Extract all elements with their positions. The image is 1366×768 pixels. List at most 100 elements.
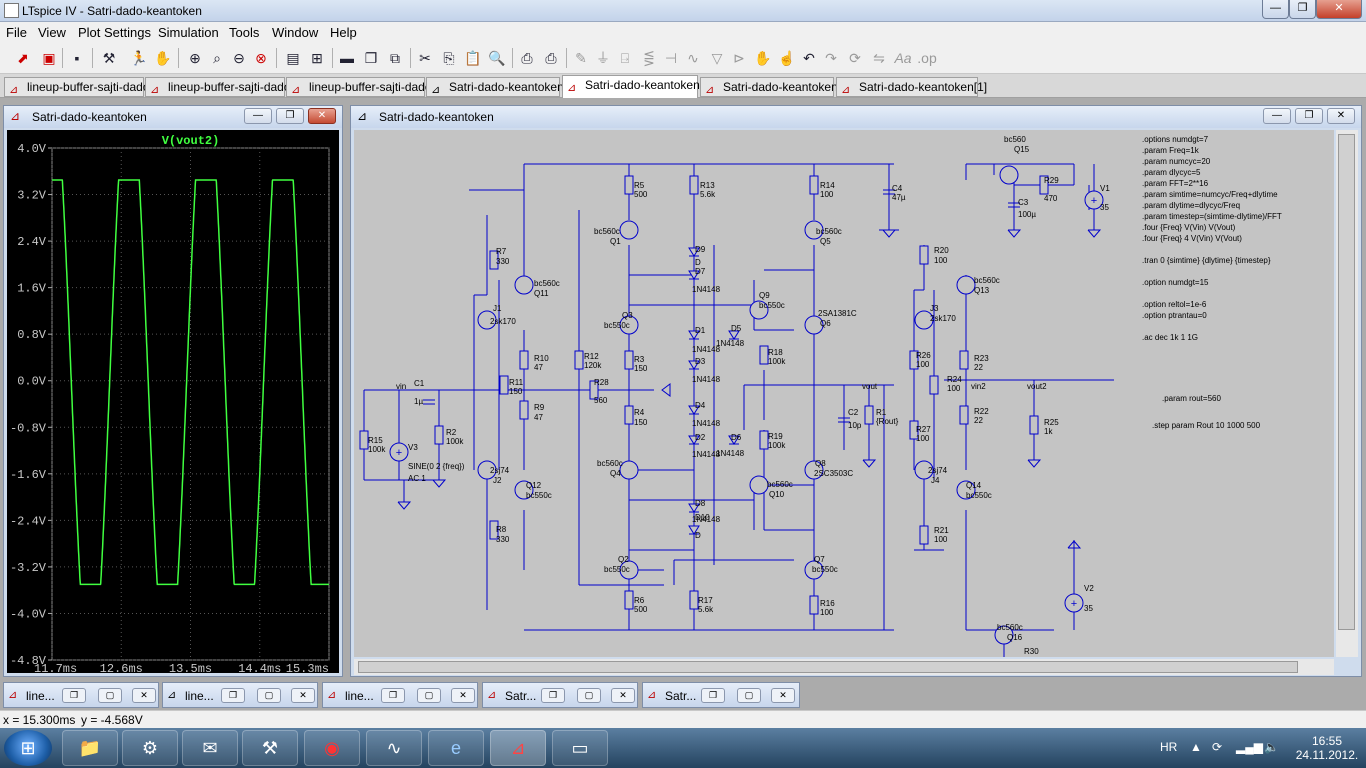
minimized-window-1[interactable]: ⊿line...❐▢✕ [3, 682, 159, 708]
menu-simulation[interactable]: Simulation [158, 25, 219, 40]
horizontal-scroll-thumb[interactable] [358, 661, 1298, 673]
system-clock[interactable]: 16:55 24.11.2012. [1292, 734, 1362, 762]
restore-button[interactable]: ❐ [221, 688, 245, 703]
vertical-scroll-thumb[interactable] [1338, 134, 1355, 630]
close-button[interactable]: ✕ [451, 688, 475, 703]
tab-satri-4[interactable]: ⊿Satri-dado-keantoken[1] [836, 77, 987, 97]
fit-icon[interactable]: ⊞ [311, 50, 323, 66]
zoom-out-icon[interactable]: ⊖ [233, 50, 245, 66]
menu-file[interactable]: File [6, 25, 27, 40]
capacitor-icon[interactable]: ⊣ [664, 50, 678, 66]
zoom-cancel-icon[interactable]: ⊗ [255, 50, 267, 66]
tab-satri-1[interactable]: ⊿Satri-dado-keantoken [426, 77, 564, 97]
minimized-window-5[interactable]: ⊿Satr...❐▢✕ [642, 682, 800, 708]
minimize-button[interactable]: — [1262, 0, 1289, 19]
undo-icon[interactable]: ↶ [803, 50, 815, 66]
maximize-button[interactable]: ▢ [577, 688, 601, 703]
menu-plot-settings[interactable]: Plot Settings [78, 25, 151, 40]
waveform-close-button[interactable]: ✕ [308, 108, 336, 124]
ltspice-taskbar-icon[interactable]: ⊿ [490, 730, 546, 766]
tray-arrow-icon[interactable]: ▲ [1190, 740, 1202, 754]
schematic-close-button[interactable]: ✕ [1327, 108, 1355, 124]
print-icon[interactable]: ⎙ [521, 50, 533, 66]
component-icon[interactable]: ⊳ [733, 50, 745, 66]
run-icon[interactable]: 🏃 [130, 50, 148, 66]
notes-taskbar-icon[interactable]: ▭ [552, 730, 608, 766]
move-icon[interactable]: ✋ [754, 50, 772, 66]
menu-help[interactable]: Help [330, 25, 357, 40]
close-button[interactable]: ✕ [291, 688, 315, 703]
vertical-scrollbar[interactable] [1336, 130, 1358, 657]
tab-lineup-buffer-2[interactable]: ⊿lineup-buffer-sajti-dado [145, 77, 291, 97]
oscilloscope-taskbar-icon[interactable]: ∿ [366, 730, 422, 766]
restore-button[interactable]: ❐ [541, 688, 565, 703]
open-icon[interactable]: ▣ [42, 50, 56, 66]
tab-lineup-buffer-1[interactable]: ⊿lineup-buffer-sajti-dado [4, 77, 150, 97]
internet-explorer-icon[interactable]: e [428, 730, 484, 766]
maximize-button[interactable]: ❐ [1289, 0, 1316, 19]
cut-icon[interactable]: ✂ [419, 50, 431, 66]
cascade-icon[interactable]: ❐ [364, 50, 378, 66]
schematic-maximize-button[interactable]: ❐ [1295, 108, 1323, 124]
restore-button[interactable]: ❐ [62, 688, 86, 703]
diode-icon[interactable]: ▽ [711, 50, 723, 66]
media-taskbar-icon[interactable]: ◉ [304, 730, 360, 766]
close-button[interactable]: ✕ [611, 688, 635, 703]
print-preview-icon[interactable]: ⎙ [545, 50, 557, 66]
minimized-window-2[interactable]: ⊿line...❐▢✕ [162, 682, 318, 708]
schematic-drawing[interactable]: +++bc560cQ1bc560cQ5R5500R135.6kR14100C44… [354, 130, 1334, 657]
maximize-button[interactable]: ▢ [257, 688, 281, 703]
tab-satri-3[interactable]: ⊿Satri-dado-keantoken [700, 77, 838, 97]
maximize-button[interactable]: ▢ [417, 688, 441, 703]
save-icon[interactable]: ▪ [74, 50, 80, 66]
close-button[interactable]: ✕ [132, 688, 156, 703]
minimized-window-4[interactable]: ⊿Satr...❐▢✕ [482, 682, 638, 708]
close-all-icon[interactable]: ⧉ [390, 50, 400, 66]
autorange-icon[interactable]: ▤ [286, 50, 300, 66]
trace-vout2[interactable] [52, 179, 329, 586]
ground-icon[interactable]: ⏚ [596, 50, 610, 66]
minimized-window-3[interactable]: ⊿line...❐▢✕ [322, 682, 478, 708]
volume-icon[interactable]: 🔈 [1264, 740, 1279, 754]
inductor-icon[interactable]: ∿ [687, 50, 699, 66]
installer-taskbar-icon[interactable]: ⚙ [122, 730, 178, 766]
waveform-maximize-button[interactable]: ❐ [276, 108, 304, 124]
mirror-icon[interactable]: ⇋ [873, 50, 885, 66]
tool-taskbar-icon[interactable]: ⚒ [242, 730, 298, 766]
resistor-icon[interactable]: ⋚ [643, 50, 655, 66]
find-icon[interactable]: 🔍 [488, 50, 506, 66]
tile-horizontal-icon[interactable]: ▬ [340, 50, 354, 66]
tab-satri-2[interactable]: ⊿Satri-dado-keantoken [562, 75, 700, 98]
menu-view[interactable]: View [38, 25, 66, 40]
email-taskbar-icon[interactable]: ✉ [182, 730, 238, 766]
spice-directive-icon[interactable]: .op [917, 50, 937, 66]
maximize-button[interactable]: ▢ [737, 688, 761, 703]
zoom-pan-icon[interactable]: ⌕ [213, 50, 221, 66]
horizontal-scrollbar[interactable] [354, 659, 1334, 675]
waveform-minimize-button[interactable]: — [244, 108, 272, 124]
paste-icon[interactable]: 📋 [464, 50, 482, 66]
wire-icon[interactable]: ✎ [575, 50, 587, 66]
menu-window[interactable]: Window [272, 25, 319, 40]
schematic-minimize-button[interactable]: — [1263, 108, 1291, 124]
copy-icon[interactable]: ⎘ [443, 50, 455, 66]
waveform-chart[interactable]: 4.0V3.2V2.4V1.6V0.8V0.0V-0.8V-1.6V-2.4V-… [7, 130, 339, 676]
halt-icon[interactable]: ✋ [154, 50, 172, 66]
rotate-icon[interactable]: ⟳ [849, 50, 861, 66]
new-schematic-icon[interactable]: ⬈ [17, 50, 29, 66]
language-indicator[interactable]: HR [1160, 740, 1178, 754]
text-icon[interactable]: Aa [894, 50, 912, 66]
sync-icon[interactable]: ⟳ [1212, 740, 1223, 754]
close-button[interactable]: ✕ [1316, 0, 1362, 19]
schematic-window-titlebar[interactable]: ⊿ Satri-dado-keantoken — ❐ ✕ [351, 106, 1361, 128]
label-icon[interactable]: ⍈ [620, 50, 630, 66]
maximize-button[interactable]: ▢ [98, 688, 122, 703]
restore-button[interactable]: ❐ [381, 688, 405, 703]
drag-icon[interactable]: ☝ [778, 50, 796, 66]
restore-button[interactable]: ❐ [701, 688, 725, 703]
zoom-in-icon[interactable]: ⊕ [189, 50, 201, 66]
settings-icon[interactable]: ⚒ [102, 50, 116, 66]
menu-tools[interactable]: Tools [229, 25, 260, 40]
